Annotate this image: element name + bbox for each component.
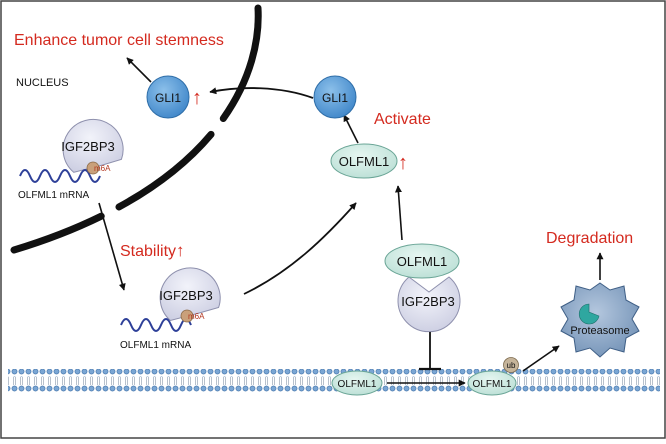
olfml1-up-arrow: ↑ [398, 152, 408, 174]
olfml1-membrane-left: OLFML1 [331, 370, 383, 396]
igf2bp3-nucleus-label: IGF2BP3 [61, 139, 114, 154]
arrow-olfml1-activates-gli1 [343, 114, 359, 144]
arrow-mrna-export [98, 202, 126, 291]
mrna-cytoplasm-label: OLFML1 mRNA [120, 340, 191, 351]
gli1-cytoplasm: GLI1 [313, 75, 357, 119]
proteasome-label: Proteasome [570, 325, 629, 337]
olfml1-main-label: OLFML1 [339, 154, 390, 169]
mrna-wave-nucleus [19, 169, 101, 183]
stability-label: Stability↑ [120, 241, 185, 260]
proteasome-pocket-icon [578, 303, 600, 325]
olfml1-complex: OLFML1 [384, 243, 460, 279]
igf2bp3-cytoplasm: IGF2BP3 [159, 267, 221, 322]
ub-label: ub [507, 361, 516, 370]
igf2bp3-nucleus: IGF2BP3 [61, 118, 124, 173]
gli1-nucleus-label: GLI1 [155, 91, 181, 105]
m6a-dot-cytoplasm [180, 309, 194, 323]
mrna-nucleus-label: OLFML1 mRNA [18, 190, 89, 201]
gli1-nucleus-up-arrow: ↑ [192, 87, 202, 109]
igf2bp3-cytoplasm-label: IGF2BP3 [159, 288, 212, 303]
olfml1-membrane-right: OLFML1 [467, 370, 517, 396]
m6a-cytoplasm-label: m6A [188, 312, 205, 321]
proteasome: Proteasome [560, 282, 640, 358]
m6a-dot-nucleus [86, 161, 100, 175]
arrow-gli1-nuclear-entry [209, 87, 314, 99]
nucleus-label: NUCLEUS [16, 77, 69, 89]
arrow-to-proteasome [522, 345, 560, 372]
enhance-label: Enhance tumor cell stemness [14, 32, 224, 49]
arrow-complex-to-olfml1 [394, 185, 403, 241]
olfml1-main: OLFML1 [330, 143, 398, 179]
arrow-gli1-to-enhance [126, 57, 152, 83]
olfml1-complex-label: OLFML1 [397, 254, 448, 269]
activate-label: Activate [374, 111, 431, 128]
ubiquitin-tag: ub [503, 357, 519, 373]
igf2bp3-complex: IGF2BP3 [397, 276, 461, 333]
igf2bp3-complex-label: IGF2BP3 [401, 294, 454, 309]
olfml1-membrane-right-label: OLFML1 [473, 379, 512, 390]
gli1-cytoplasm-label: GLI1 [322, 91, 348, 105]
m6a-nucleus-label: m6A [94, 164, 111, 173]
mrna-wave-cytoplasm [120, 318, 192, 332]
degradation-label: Degradation [546, 230, 633, 247]
gli1-nucleus: GLI1 [146, 75, 190, 119]
nuclear-envelope [10, 4, 262, 254]
arrow-translation-to-olfml1 [243, 202, 357, 295]
olfml1-membrane-left-label: OLFML1 [338, 379, 377, 390]
